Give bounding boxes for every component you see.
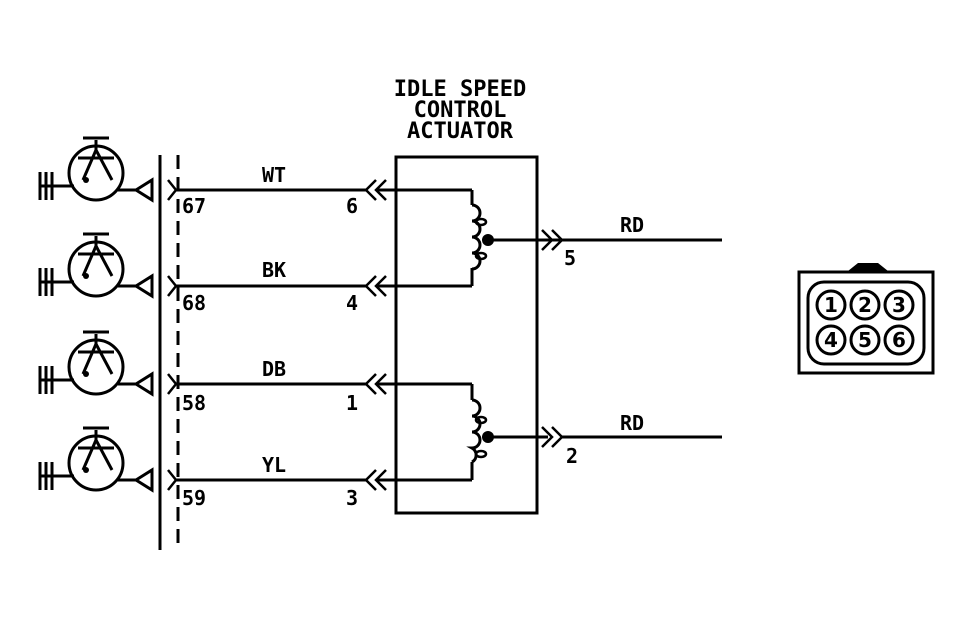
connector-pin: 6: [883, 324, 915, 356]
pin-number: 2: [566, 444, 578, 468]
ground-icon: [38, 172, 74, 200]
coil-winding-icon: [466, 398, 494, 464]
title-line-1: IDLE SPEED: [394, 77, 526, 102]
circuit-number: 58: [182, 391, 206, 415]
wire-color-label: YL: [262, 453, 286, 477]
svg-text:6: 6: [892, 328, 906, 352]
circuit-number: 68: [182, 291, 206, 315]
wire-color-label: BK: [262, 258, 286, 282]
component-title: IDLE SPEED CONTROL ACTUATOR: [394, 77, 526, 144]
circuit-number: 59: [182, 486, 206, 510]
connector-pin: 4: [815, 324, 847, 356]
connector-terminal-icon: [167, 469, 178, 491]
connector-terminal-icon: [167, 275, 178, 297]
transistor-driver-icon: [67, 232, 125, 298]
svg-text:4: 4: [824, 328, 838, 352]
title-line-2: CONTROL: [414, 98, 507, 123]
driver-group: [38, 136, 154, 493]
ground-icon: [38, 462, 74, 490]
pin-number: 6: [346, 194, 358, 218]
pin-number: 3: [346, 486, 358, 510]
connector-face-view: 1 2 3 4 5 6: [797, 263, 935, 375]
title-line-3: ACTUATOR: [407, 119, 514, 144]
output-wire: RD 5: [488, 213, 722, 270]
pin-number: 4: [346, 291, 358, 315]
svg-text:3: 3: [892, 293, 906, 317]
pin-number: 1: [346, 391, 358, 415]
connector-terminal-icon: [167, 373, 178, 395]
wire-row: 58 DB 1: [167, 357, 474, 415]
wire-row: 59 YL 3: [167, 453, 474, 510]
svg-text:2: 2: [858, 293, 872, 317]
pin-number: 5: [564, 246, 576, 270]
connector-terminal-icon: [167, 179, 178, 201]
wire-color-label: RD: [620, 411, 644, 435]
ground-icon: [38, 268, 74, 296]
transistor-driver-icon: [67, 330, 125, 396]
transistor-driver-icon: [67, 136, 125, 202]
connector-pin: 2: [849, 289, 881, 321]
wire-color-label: WT: [262, 163, 286, 187]
wire-color-label: DB: [262, 357, 286, 381]
ground-icon: [38, 366, 74, 394]
coil-winding-icon: [471, 203, 494, 271]
wire-row: 68 BK 4: [167, 258, 474, 315]
svg-text:5: 5: [858, 328, 872, 352]
wire-color-label: RD: [620, 213, 644, 237]
circuit-number: 67: [182, 194, 206, 218]
svg-text:1: 1: [824, 293, 838, 317]
connector-pin: 1: [815, 289, 847, 321]
circuit-wires: 67 WT 6 68 BK 4: [167, 163, 474, 510]
connector-pin: 5: [849, 324, 881, 356]
connector-pin: 3: [883, 289, 915, 321]
output-wire: RD 2: [488, 411, 722, 468]
wire-row: 67 WT 6: [167, 163, 474, 218]
actuator-body: [394, 155, 539, 515]
transistor-driver-icon: [67, 426, 125, 492]
